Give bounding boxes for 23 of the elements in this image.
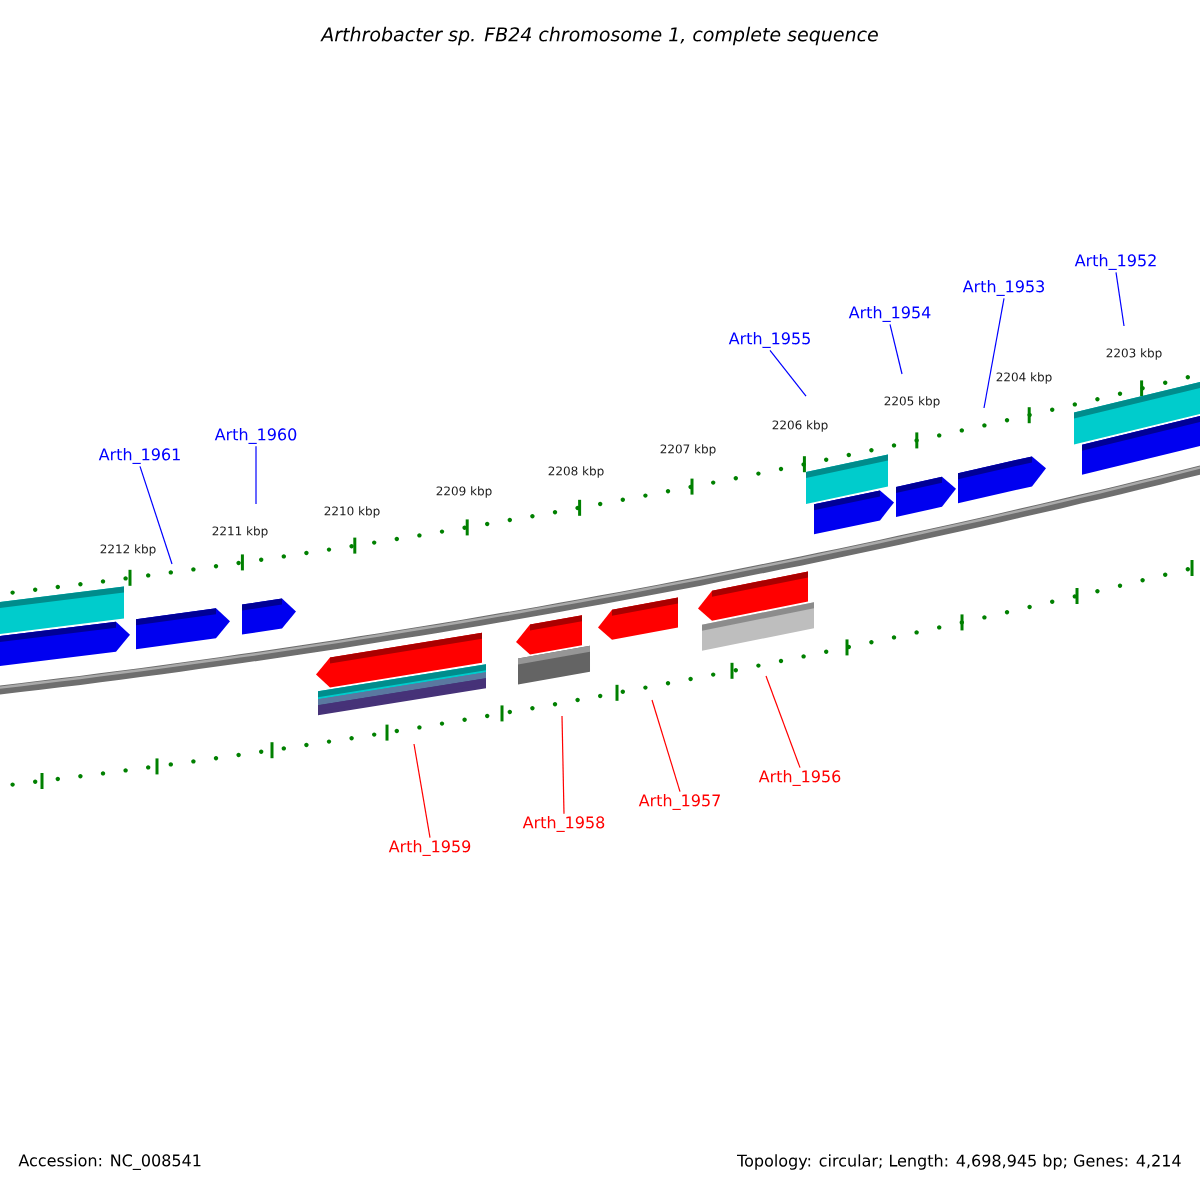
leader-line: [413, 743, 431, 839]
gene-label: Arth_1955: [728, 332, 810, 348]
leader-line: [983, 297, 1005, 409]
gene-label: Arth_1954: [848, 306, 931, 322]
gene-label: Arth_1960: [214, 428, 297, 444]
leader-line: [889, 323, 903, 375]
leader-line: [139, 465, 173, 565]
leader-line: [651, 699, 681, 793]
leader-line: [765, 675, 801, 769]
leader-line: [1115, 271, 1125, 327]
leader-line: [561, 715, 565, 815]
leader-line: [255, 445, 257, 505]
footer-text: Accession: NC_008541: [18, 1154, 201, 1170]
gene-label: Arth_1957: [638, 794, 720, 810]
gene-label: Arth_1956: [758, 770, 841, 786]
title: Arthrobacter sp. FB24 chromosome 1, complete sequence: [320, 26, 878, 46]
gene-label: Arth_1952: [1074, 254, 1156, 270]
leader-line: [769, 349, 807, 397]
gene-label: Arth_1959: [388, 840, 471, 856]
gene-label: Arth_1958: [522, 816, 605, 832]
gene-label: Arth_1953: [962, 280, 1045, 296]
footer-text: Topology: circular; Length: 4,698,945 bp; Genes: 4,214: [737, 1154, 1181, 1170]
gene-label: Arth_1961: [98, 448, 180, 464]
